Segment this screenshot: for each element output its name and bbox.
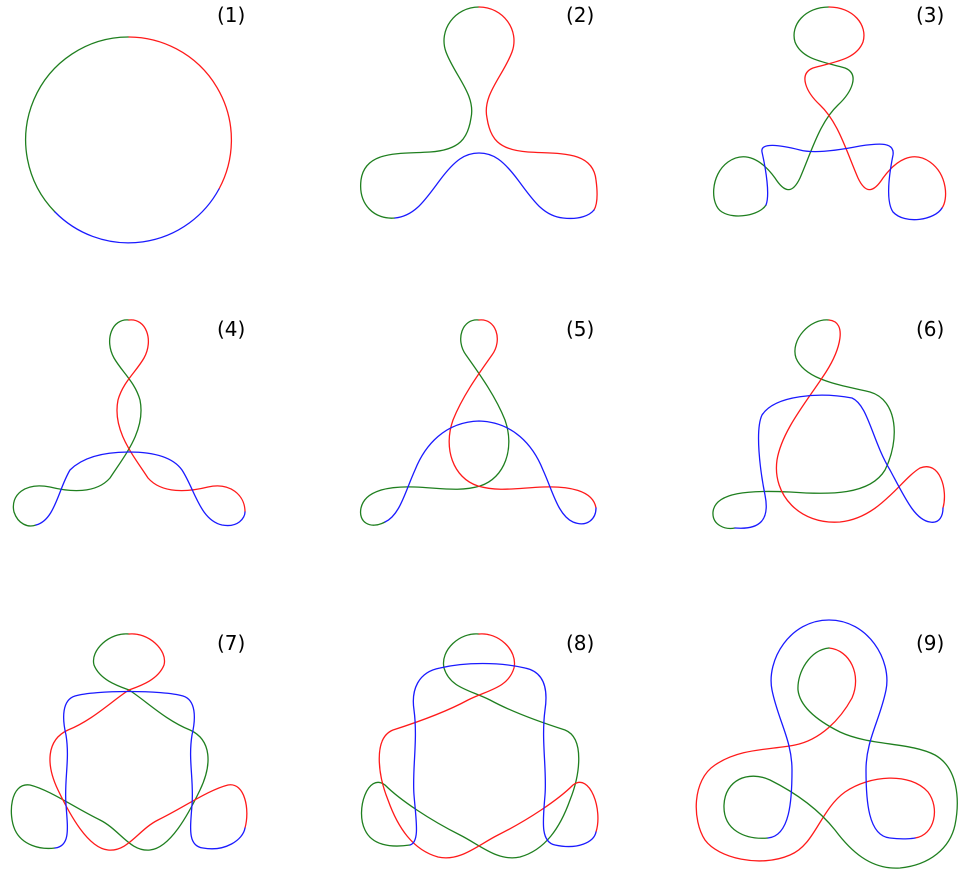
curve-green-5: [359, 319, 510, 526]
curve-blue-8: [409, 662, 597, 848]
curve-blue-4: [35, 451, 246, 527]
curve-blue-6: [734, 394, 944, 529]
curve-green-4: [12, 319, 142, 527]
curve-green-1: [25, 36, 130, 213]
panel-label-2: (2): [566, 3, 594, 27]
panel-label-6: (6): [916, 317, 944, 341]
curve-red-2: [478, 6, 598, 211]
curve-red-5: [448, 319, 597, 509]
panel-label-3: (3): [916, 3, 944, 27]
curve-red-3: [804, 6, 947, 209]
panel-label-5: (5): [566, 317, 594, 341]
panel-9: (9): [695, 619, 958, 869]
panel-label-8: (8): [566, 631, 594, 655]
curve-blue-2: [394, 152, 595, 220]
curve-green-6: [712, 319, 895, 530]
panel-label-1: (1): [217, 3, 245, 27]
panel-8: (8): [360, 631, 599, 859]
panel-5: (5): [359, 317, 597, 526]
curve-red-4: [116, 319, 246, 513]
panel-7: (7): [10, 631, 248, 851]
curve-green-9: [723, 647, 958, 869]
curve-red-6: [775, 319, 946, 523]
curve-blue-5: [384, 420, 597, 525]
panel-6: (6): [712, 317, 946, 530]
panel-1: (1): [25, 3, 245, 244]
curve-green-3: [712, 6, 854, 217]
curve-green-7: [10, 633, 209, 851]
curve-green-2: [360, 6, 480, 219]
panel-label-4: (4): [217, 317, 245, 341]
curve-red-7: [49, 633, 248, 851]
curve-blue-7: [54, 690, 246, 850]
curve-green-8: [360, 633, 580, 859]
curve-blue-9: [767, 619, 916, 840]
panel-4: (4): [12, 317, 246, 527]
panel-3: (3): [712, 3, 947, 221]
curve-red-9: [695, 647, 936, 862]
curve-blue-3: [761, 143, 943, 221]
curve-red-1: [128, 36, 233, 190]
panel-2: (2): [360, 3, 598, 220]
curve-blue-1: [54, 188, 220, 244]
panel-label-7: (7): [217, 631, 245, 655]
curve-red-8: [378, 633, 599, 859]
panel-label-9: (9): [916, 631, 944, 655]
